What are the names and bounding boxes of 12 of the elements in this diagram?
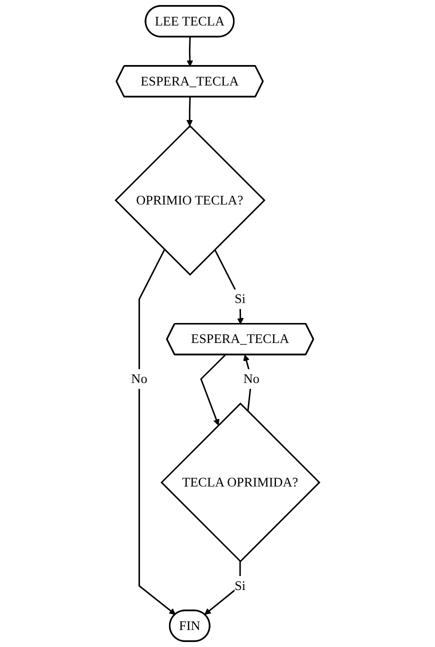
arrow xyxy=(200,354,226,426)
node-diamond: TECLA OPRIMIDA? xyxy=(160,402,320,562)
arrow xyxy=(214,249,244,324)
edge-label: No xyxy=(243,371,260,386)
edge-label: No xyxy=(131,371,148,386)
arrow xyxy=(138,249,176,615)
arrow xyxy=(186,36,194,67)
edge-label: Si xyxy=(234,292,246,306)
arrow xyxy=(204,561,241,615)
edge-label: Si xyxy=(234,578,246,593)
arrow xyxy=(186,97,193,126)
node-diamond: OPRIMIO TECLA? xyxy=(114,124,266,276)
